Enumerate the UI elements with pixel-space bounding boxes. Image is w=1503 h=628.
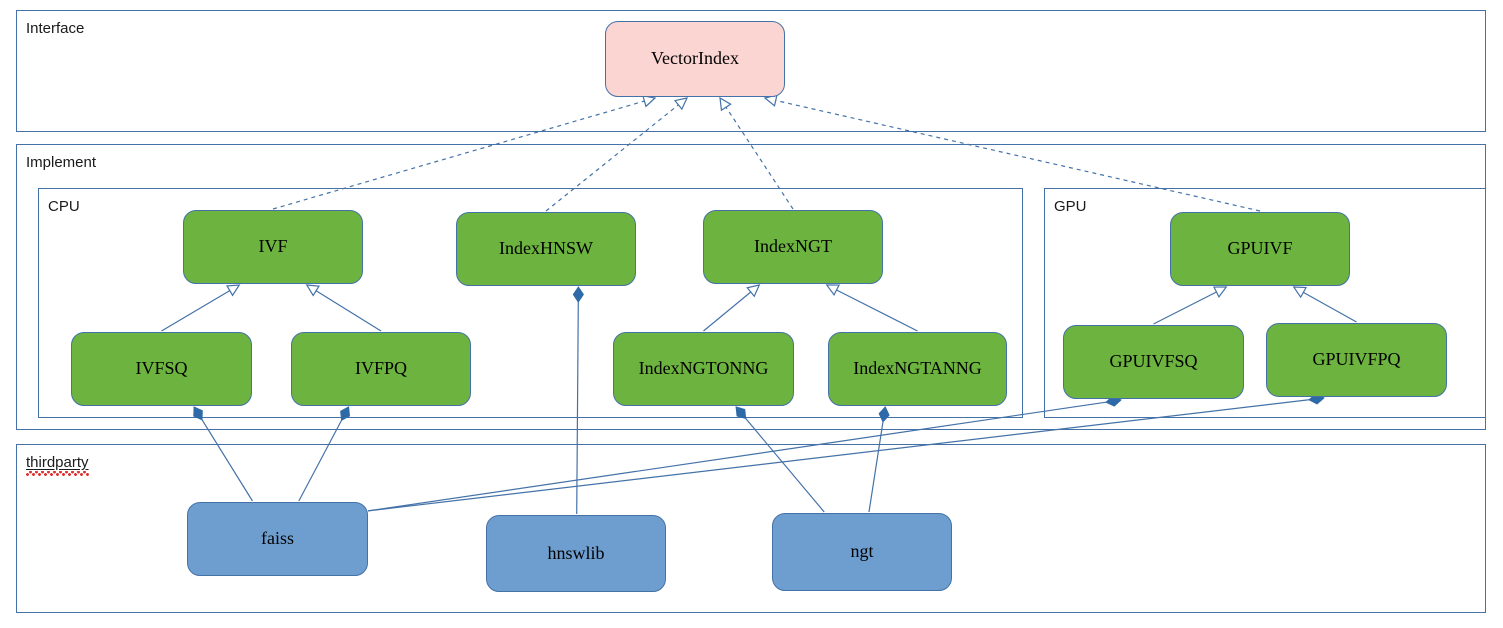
inheritance-arrowhead [305,284,321,297]
class-node-ivfsq[interactable]: IVFSQ [71,332,252,406]
class-node-label: IndexNGT [754,236,832,257]
realization-arrowhead [642,95,657,108]
class-node-ivfpq[interactable]: IVFPQ [291,332,471,406]
class-node-label: IVFPQ [354,358,407,379]
class-node-label: IndexNGTONNG [638,358,769,379]
edge-inheritance-ivfsq-to-ivf [161,290,231,332]
package-cpu [38,188,1023,418]
class-node-hnswlib[interactable]: hnswlib [486,515,666,592]
class-node-label: IndexHNSW [499,238,593,259]
realization-arrowhead [673,97,689,111]
class-node-label: IndexNGTANNG [853,358,982,379]
composition-diamond [340,406,351,422]
class-node-gpuivf[interactable]: GPUIVF [1170,212,1350,286]
composition-diamond [735,406,747,420]
package-thirdparty [16,444,1486,613]
package-gpu [1044,188,1486,418]
edge-inheritance-ivfpq-to-ivf [315,290,382,332]
class-node-label: VectorIndex [651,48,739,69]
package-label-gpu: GPU [1054,198,1087,215]
edge-composition-faiss-to-gpuivfpq [367,399,1310,512]
inheritance-arrowhead [1292,286,1308,299]
class-node-ngt[interactable]: ngt [772,513,952,591]
class-node-indexngt[interactable]: IndexNGT [703,210,883,284]
class-node-label: IVFSQ [135,358,188,379]
edge-realization-indexngt-to-vectorindex [725,106,794,210]
class-node-indexngtonng[interactable]: IndexNGTONNG [613,332,794,406]
composition-diamond [878,406,890,423]
edge-inheritance-indexngtonng-to-indexngt [703,291,752,332]
package-interface [16,10,1486,132]
class-node-label: GPUIVFSQ [1109,351,1198,372]
edge-realization-indexhnsw-to-vectorindex [545,104,679,212]
package-label-thirdparty: thirdparty [26,455,89,476]
class-node-label: faiss [261,528,294,549]
class-node-gpuivfsq[interactable]: GPUIVFSQ [1063,325,1244,399]
class-node-indexngtanng[interactable]: IndexNGTANNG [828,332,1007,406]
edge-composition-faiss-to-ivfpq [298,419,343,502]
edge-composition-faiss-to-ivfsq [201,419,253,502]
edge-realization-gpuivf-to-vectorindex [775,99,1261,212]
package-label-cpu: CPU [48,198,80,215]
realization-arrowhead [719,96,732,112]
class-node-indexhnsw[interactable]: IndexHNSW [456,212,636,286]
class-node-label: IVF [258,236,288,257]
package-label-interface: Interface [26,20,85,37]
edge-inheritance-indexngtanng-to-indexngt [836,289,918,332]
class-node-label: GPUIVF [1227,238,1293,259]
composition-diamond [193,406,203,421]
composition-diamond [572,286,584,303]
class-node-label: ngt [850,541,874,562]
inheritance-arrowhead [1212,286,1228,299]
edge-inheritance-gpuivfpq-to-gpuivf [1303,291,1357,323]
inheritance-arrowhead [746,284,761,298]
spellcheck-squiggle-icon [26,471,89,476]
edge-composition-ngt-to-indexngtonng [745,418,825,513]
edge-inheritance-gpuivfsq-to-gpuivf [1153,291,1217,325]
edge-realization-ivf-to-vectorindex [272,100,645,210]
class-node-label: hnswlib [547,542,605,563]
edge-composition-hnswlib-to-indexhnsw [576,301,579,515]
edge-composition-faiss-to-gpuivfsq [367,401,1107,512]
class-node-vectorindex[interactable]: VectorIndex [605,21,785,97]
class-node-gpuivfpq[interactable]: GPUIVFPQ [1266,323,1447,397]
class-node-ivf[interactable]: IVF [183,210,363,284]
package-label-implement: Implement [26,154,97,171]
inheritance-arrowhead [225,284,241,297]
inheritance-arrowhead [825,284,841,297]
class-node-faiss[interactable]: faiss [187,502,368,576]
edge-composition-ngt-to-indexngtanng [868,421,884,513]
class-node-label: GPUIVFPQ [1312,349,1401,370]
